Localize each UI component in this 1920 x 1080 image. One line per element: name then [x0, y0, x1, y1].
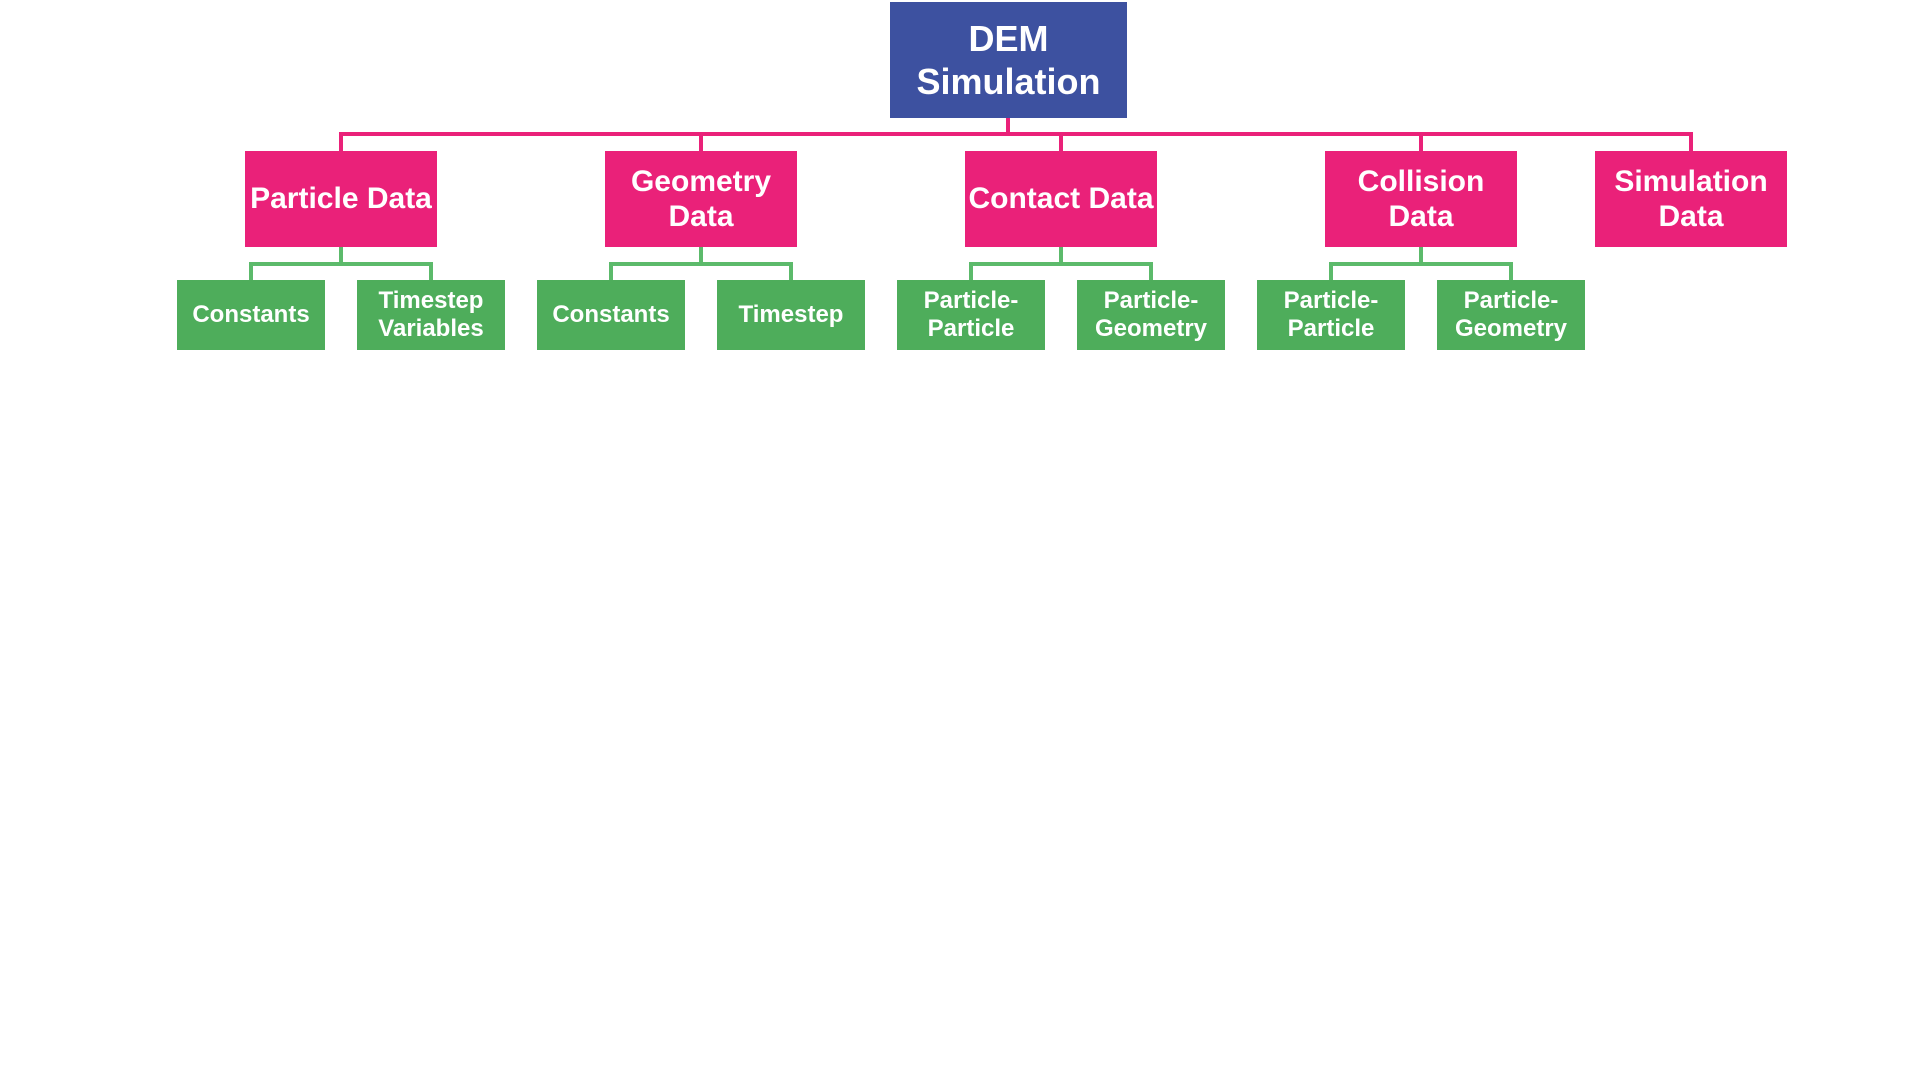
- leaf-node-particle-timestep-variables: Timestep Variables: [357, 280, 505, 350]
- leaf-node-particle-constants: Constants: [177, 280, 325, 350]
- leaf-node-label: Particle-Geometry: [1094, 287, 1208, 342]
- branch-node-particle-data: Particle Data: [245, 151, 437, 247]
- root-node-dem-simulation: DEM Simulation: [890, 2, 1127, 118]
- leaf-node-collision-particle-geometry: Particle-Geometry: [1437, 280, 1585, 350]
- branch-node-label: Geometry Data: [630, 164, 772, 233]
- branch-node-simulation-data: Simulation Data: [1595, 151, 1787, 247]
- branch-node-collision-data: Collision Data: [1325, 151, 1517, 247]
- branch-node-label: Contact Data: [968, 182, 1154, 216]
- branch-node-label: Simulation Data: [1614, 164, 1768, 233]
- leaf-node-label: Particle-Geometry: [1454, 287, 1568, 342]
- branch-node-label: Collision Data: [1357, 164, 1485, 233]
- leaf-node-contact-particle-particle: Particle-Particle: [897, 280, 1045, 350]
- root-node-label: DEM Simulation: [916, 17, 1101, 102]
- leaf-node-label: Particle-Particle: [1283, 287, 1379, 342]
- leaf-node-label: Constants: [192, 301, 310, 329]
- leaf-node-label: Constants: [552, 301, 670, 329]
- branch-connector-path: [339, 116, 1693, 152]
- leaf-node-contact-particle-geometry: Particle-Geometry: [1077, 280, 1225, 350]
- branch-node-geometry-data: Geometry Data: [605, 151, 797, 247]
- branch-node-label: Particle Data: [250, 182, 432, 216]
- leaf-node-collision-particle-particle: Particle-Particle: [1257, 280, 1405, 350]
- leaf-node-label: Particle-Particle: [923, 287, 1019, 342]
- leaf-node-label: Timestep Variables: [378, 287, 484, 342]
- leaf-node-geometry-constants: Constants: [537, 280, 685, 350]
- branch-node-contact-data: Contact Data: [965, 151, 1157, 247]
- leaf-connector-path: [249, 247, 1513, 280]
- leaf-node-label: Timestep: [738, 301, 844, 329]
- leaf-node-geometry-timestep: Timestep: [717, 280, 865, 350]
